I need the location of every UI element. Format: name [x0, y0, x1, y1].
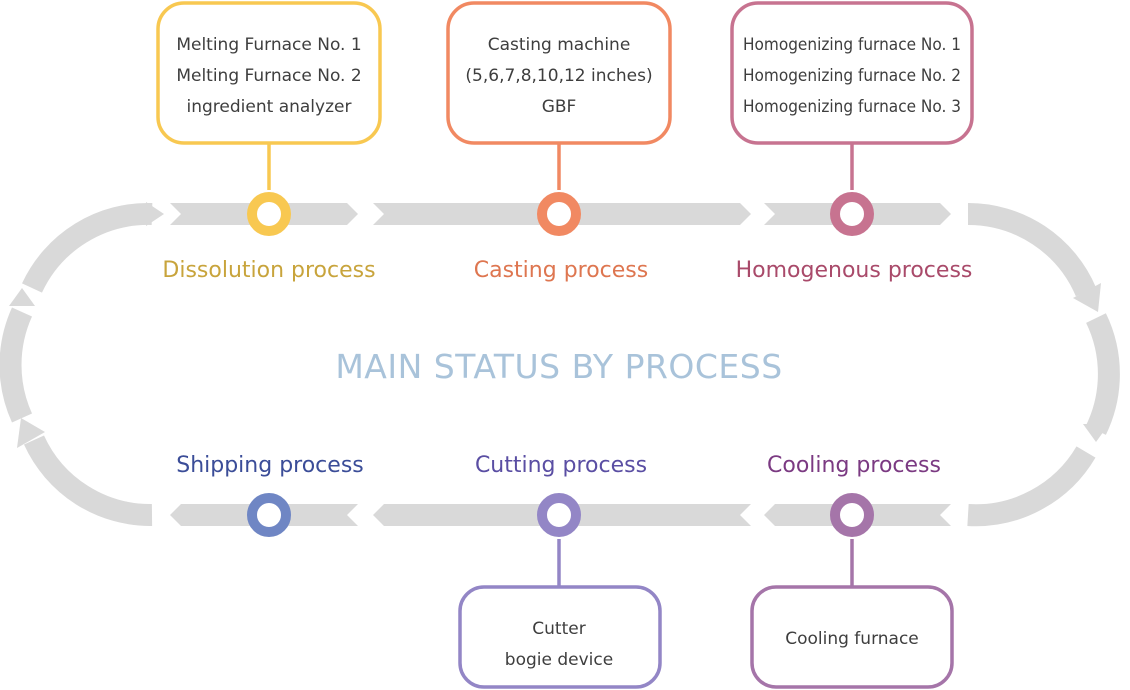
track-curve-segment — [23, 435, 153, 527]
equipment-line: Cutter — [532, 619, 585, 639]
track-left-arrowheads — [9, 202, 164, 448]
process-dissolution: Melting Furnace No. 1 Melting Furnace No… — [156, 1, 382, 283]
process-label-cooling: Cooling process — [767, 453, 941, 478]
equipment-line: (5,6,7,8,10,12 inches) — [465, 66, 652, 86]
process-casting: Casting machine (5,6,7,8,10,12 inches) G… — [446, 1, 672, 283]
process-node-homogenous — [830, 192, 874, 236]
process-cooling: Cooling process Cooling furnace — [750, 453, 954, 689]
process-label-dissolution: Dissolution process — [162, 258, 375, 283]
equipment-line: ingredient analyzer — [187, 97, 352, 117]
track-right-curve — [967, 202, 1120, 527]
track-curve-segment — [967, 202, 1097, 297]
track-arrowhead — [17, 418, 45, 448]
process-label-shipping: Shipping process — [176, 453, 364, 478]
process-node-cutting — [537, 493, 581, 537]
process-label-homogenous: Homogenous process — [736, 258, 973, 283]
equipment-line: GBF — [542, 97, 577, 117]
equipment-box-cutting — [458, 585, 662, 689]
process-cutting: Cutting process Cutter bogie device — [458, 453, 662, 689]
track-right-arrowheads — [1073, 283, 1109, 442]
equipment-line: Cooling furnace — [785, 629, 919, 649]
process-label-cutting: Cutting process — [475, 453, 647, 478]
track-arrowhead — [1083, 424, 1109, 442]
process-node-casting — [537, 192, 581, 236]
equipment-line: Homogenizing furnace No. 3 — [743, 97, 961, 117]
process-node-dissolution — [247, 192, 291, 236]
track-arrowhead — [9, 288, 35, 306]
process-node-shipping — [247, 493, 291, 537]
process-node-cooling — [830, 493, 874, 537]
equipment-line: Homogenizing furnace No. 2 — [743, 66, 961, 86]
process-homogenous: Homogenizing furnace No. 1 Homogenizing … — [730, 1, 974, 283]
equipment-box-cooling — [750, 585, 954, 689]
track-curve-segment — [1085, 313, 1120, 435]
equipment-line: Melting Furnace No. 2 — [176, 66, 361, 86]
process-label-casting: Casting process — [474, 258, 649, 283]
track-left-curve — [0, 202, 153, 527]
equipment-line: Melting Furnace No. 1 — [176, 35, 361, 55]
track-arrowhead — [1073, 283, 1101, 312]
equipment-line: bogie device — [505, 650, 613, 670]
track-arrowhead — [146, 202, 164, 226]
track-curve-segment — [22, 202, 153, 293]
diagram-title: MAIN STATUS BY PROCESS — [335, 347, 782, 386]
process-shipping: Shipping process — [176, 453, 364, 537]
equipment-line: Casting machine — [488, 35, 631, 55]
track-curve-segment — [0, 307, 33, 423]
track-curve-segment — [967, 446, 1096, 527]
equipment-line: Homogenizing furnace No. 1 — [743, 35, 961, 55]
